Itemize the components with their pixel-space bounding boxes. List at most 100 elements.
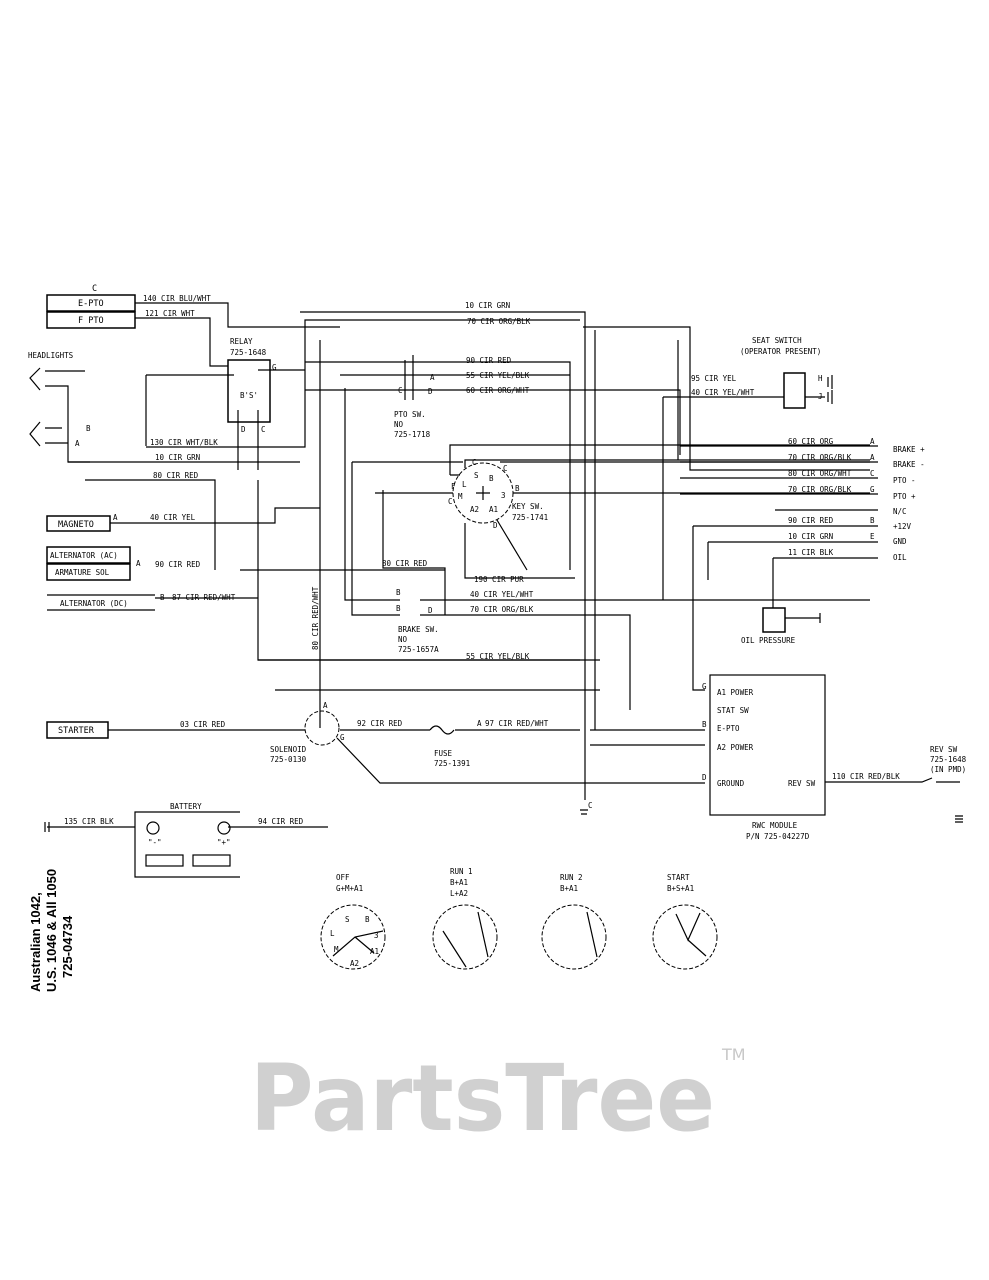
wire-label: 90 CIR RED — [466, 356, 512, 365]
key-terminal: L — [462, 480, 467, 489]
starter-label: STARTER — [58, 726, 95, 736]
side-caption: Australian 1042, U.S. 1046 & All 1050 72… — [28, 869, 75, 992]
oil-pressure-sensor — [762, 607, 786, 633]
fuse-label: 725-1391 — [434, 759, 470, 768]
seat-switch-label: SEAT SWITCH — [752, 336, 802, 345]
pin-label: A — [477, 719, 482, 728]
connector-label: OIL — [893, 553, 907, 562]
pin-label: A — [323, 701, 328, 710]
terminal-label: B — [365, 915, 370, 924]
wire-label: 121 CIR WHT — [145, 309, 195, 318]
wire-label: 95 CIR YEL — [691, 374, 737, 383]
key-position-terminals: S B L 3 M A1 A2 — [330, 915, 379, 968]
right-connector: 60 CIR ORG A BRAKE + 70 CIR ORG/BLK A BR… — [680, 437, 925, 691]
pto-switch-label: 725-1718 — [394, 430, 431, 439]
pto-switch-label: PTO SW. — [394, 410, 426, 419]
pin-label: B — [702, 720, 707, 729]
key-outer-pin: B — [515, 484, 520, 493]
alternator-ac-box — [46, 546, 131, 564]
wire-label: 135 CIR BLK — [64, 817, 114, 826]
connector-label: PTO + — [893, 492, 916, 501]
rwc-module-label: RWC MODULE — [752, 821, 798, 830]
position-combo: L+A2 — [450, 889, 468, 898]
wire-label: 94 CIR RED — [258, 817, 304, 826]
wire-label: 80 CIR RED/WHT — [311, 586, 320, 650]
magneto-label: MAGNETO — [58, 520, 94, 530]
pto-switch-label: NO — [394, 420, 404, 429]
pin-label: H — [818, 374, 823, 383]
wire-label: 70 CIR ORG/BLK — [788, 485, 852, 494]
key-terminal: 3 — [501, 491, 506, 500]
key-terminal: B — [489, 474, 494, 483]
rwc-row: REV SW — [788, 779, 816, 788]
key-terminal: M — [458, 492, 463, 501]
f-pto-box — [46, 311, 136, 329]
pin-label: D — [428, 606, 433, 615]
rwc-row: A2 POWER — [717, 743, 754, 752]
caption-line: Australian 1042, — [28, 892, 43, 992]
wire-label: 97 CIR RED/WHT — [485, 719, 549, 728]
terminal-label: S — [345, 915, 350, 924]
wire-label: 80 CIR RED — [382, 559, 428, 568]
wire-label: 90 CIR RED — [155, 560, 201, 569]
pin-label: D — [428, 387, 433, 396]
connector-label: BRAKE - — [893, 460, 925, 469]
solenoid — [304, 710, 340, 746]
terminal-label: A1 — [370, 947, 379, 956]
rev-switch-label: REV SW — [930, 745, 958, 754]
relay-part: 725-1648 — [230, 348, 267, 357]
terminal-label: L — [330, 929, 335, 938]
watermark: PartsTree — [250, 1045, 715, 1152]
seat-switch-label: (OPERATOR PRESENT) — [740, 347, 821, 356]
key-switch-label: KEY SW. — [512, 502, 544, 511]
pin-label: A — [870, 453, 875, 462]
wire-label: 80 CIR ORG/WHT — [788, 469, 852, 478]
position-combo: G+M+A1 — [336, 884, 363, 893]
battery-title: BATTERY — [170, 802, 202, 811]
rev-switch-label: 725-1648 — [930, 755, 967, 764]
pin-label: B — [870, 516, 875, 525]
fuse-symbol — [429, 725, 455, 735]
key-position-off: OFF G+M+A1 — [320, 873, 386, 970]
position-combo: B+S+A1 — [667, 884, 694, 893]
pin-label: B — [396, 604, 401, 613]
relay-pin: C — [261, 425, 266, 434]
connector-label: PTO - — [893, 476, 916, 485]
wire-label: 70 CIR ORG/BLK — [467, 317, 531, 326]
key-outer-pin: C — [503, 464, 508, 473]
wire-label: 11 CIR BLK — [788, 548, 834, 557]
rev-switch-label: (IN PMD) — [930, 765, 966, 774]
wire-label: 60 CIR ORG/WHT — [466, 386, 530, 395]
key-switch-label: 725-1741 — [512, 513, 548, 522]
position-name: RUN 1 — [450, 867, 473, 876]
brake-switch-label: BRAKE SW. — [398, 625, 439, 634]
terminal-label: A2 — [350, 959, 359, 968]
f-pto-label: F PTO — [78, 316, 104, 326]
wire-label: 110 CIR RED/BLK — [832, 772, 900, 781]
relay-pin: D — [241, 425, 246, 434]
key-terminal: S — [474, 471, 479, 480]
pin-label: A — [870, 437, 875, 446]
terminal-label: 3 — [374, 931, 379, 940]
wire-label: 55 CIR YEL/BLK — [466, 652, 530, 661]
pin-label: G — [340, 733, 345, 742]
wire-label: 190 CIR PUR — [474, 575, 524, 584]
alternator-dc-label: ALTERNATOR (DC) — [60, 599, 128, 608]
solenoid-label: 725-0130 — [270, 755, 307, 764]
pin-label: D — [702, 773, 707, 782]
seat-switch[interactable] — [783, 372, 806, 409]
pin-label: G — [870, 485, 875, 494]
pin-label: G — [702, 682, 707, 691]
key-position-run1: RUN 1 B+A1 L+A2 — [432, 867, 498, 970]
wire-label: 40 CIR YEL — [150, 513, 196, 522]
wire-label: 40 CIR YEL/WHT — [691, 388, 755, 397]
alternator-ac-label: ALTERNATOR (AC) — [50, 551, 118, 560]
rwc-module — [709, 674, 826, 816]
position-name: OFF — [336, 873, 350, 882]
connector-label: BRAKE + — [893, 445, 925, 454]
oil-pressure-label: OIL PRESSURE — [741, 636, 796, 645]
wire-label: 90 CIR RED — [788, 516, 834, 525]
solenoid-label: SOLENOID — [270, 745, 307, 754]
position-combo: B+A1 — [450, 878, 468, 887]
